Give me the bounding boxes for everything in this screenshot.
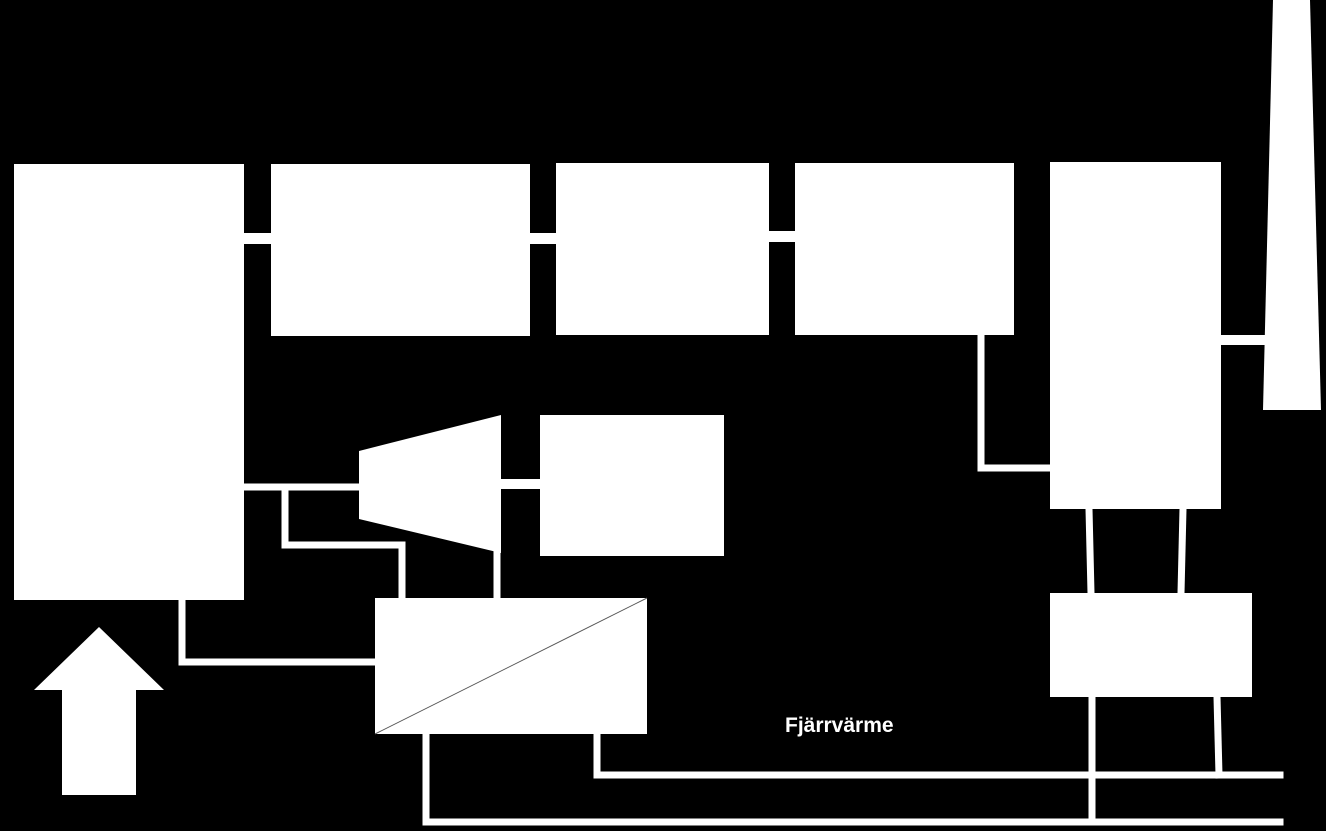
generator-block (540, 415, 724, 556)
connector-block1-block2 (530, 233, 556, 244)
boiler-block (14, 164, 244, 600)
process-block-2 (556, 163, 769, 335)
pipe-steam-bypass (281, 483, 406, 602)
pipe-flue-to-recovery-right (1177, 505, 1187, 597)
pipe-recovery-down-right (1213, 693, 1223, 779)
pipe-condensate-return (178, 596, 379, 666)
connector-block2-block3 (769, 231, 795, 242)
chimney-shape (1263, 0, 1321, 410)
district-heating-label: Fjärrvärme (785, 714, 894, 737)
pipe-district-heating-supply (593, 730, 1284, 779)
fuel-input-arrow (34, 627, 164, 795)
connector-chimney (1221, 335, 1265, 345)
pipe-flue-to-recovery-left (1085, 505, 1095, 597)
heat-recovery-block (1050, 593, 1252, 697)
condenser-diagonal (374, 597, 648, 735)
flue-gas-block (1050, 162, 1221, 509)
turbine-shape (359, 415, 501, 553)
pipe-district-heating-return (422, 730, 1284, 826)
connector-boiler-block1 (244, 233, 271, 244)
connector-turbine-generator (501, 479, 540, 489)
pipe-block3-to-flue (977, 331, 1054, 472)
process-block-1 (271, 164, 530, 336)
process-block-3 (795, 163, 1014, 335)
